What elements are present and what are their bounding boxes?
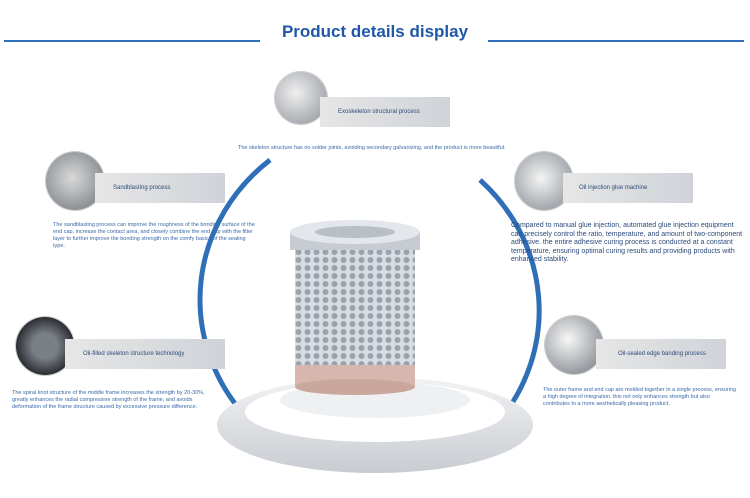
glue-machine-label: Oil injection glue machine	[579, 185, 648, 191]
exoskeleton-label: Exoskeleton structural process	[338, 109, 420, 115]
exoskeleton-label-box: Exoskeleton structural process	[320, 97, 450, 127]
glue-machine-label-box: Oil injection glue machine	[563, 173, 693, 203]
exoskeleton-desc: The skeleton structure has no solder joi…	[238, 145, 506, 151]
sandblasting-desc: The sandblasting process can improve the…	[53, 222, 255, 249]
sandblasting-label-box: Sandblasting process	[95, 173, 225, 203]
page-title: Product details display	[281, 22, 469, 41]
product-graphic	[197, 158, 542, 473]
edge-banding-label: Oil-sealed edge banding process	[618, 351, 706, 357]
edge-banding-photo	[545, 316, 603, 374]
exoskeleton-photo	[275, 72, 327, 124]
edge-banding-label-box: Oil-sealed edge banding process	[596, 339, 726, 369]
skeleton-photo	[16, 317, 74, 375]
skeleton-label: Oil-filled skeleton structure technology	[83, 351, 185, 357]
sandblasting-label: Sandblasting process	[113, 185, 171, 191]
glue-machine-desc: Compared to manual glue injection, autom…	[511, 222, 743, 263]
header-line-left	[4, 40, 260, 42]
edge-banding-desc: The outer frame and end cap are molded t…	[543, 387, 736, 407]
header-line-right	[488, 40, 744, 42]
skeleton-desc: The spiral knot structure of the middle …	[12, 390, 205, 410]
sandblasting-photo	[46, 152, 104, 210]
skeleton-label-box: Oil-filled skeleton structure technology	[65, 339, 225, 369]
